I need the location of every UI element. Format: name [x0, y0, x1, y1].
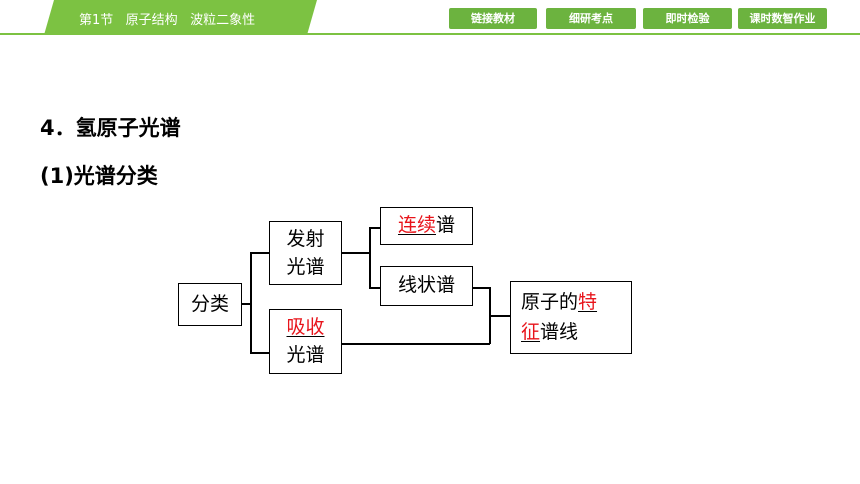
absorption-label-2: 光谱 [286, 344, 325, 366]
root-label: 分类 [190, 293, 229, 315]
connector [473, 287, 490, 289]
connector [250, 252, 252, 353]
nav-link-textbook-button[interactable]: 链接教材 [449, 8, 537, 29]
connector [369, 227, 381, 229]
connector [489, 315, 511, 317]
root-box: 分类 [178, 283, 242, 326]
continuous-suffix: 谱 [436, 214, 456, 236]
line-spectrum-label: 线状谱 [397, 274, 455, 296]
connector [250, 252, 270, 254]
characteristic-lines-box: 原子的特 征谱线 [510, 281, 632, 354]
continuous-spectrum-box: 连续谱 [380, 207, 473, 245]
connector [242, 303, 251, 305]
feature-prefix: 原子的 [521, 291, 579, 313]
feature-answer-2: 征 [521, 321, 541, 343]
nav-homework-button[interactable]: 课时数智作业 [738, 8, 827, 29]
connector [369, 287, 381, 289]
emission-spectrum-box: 发射 光谱 [269, 221, 342, 285]
nav-study-points-button[interactable]: 细研考点 [546, 8, 636, 29]
section-title: 第1节 原子结构 波粒二象性 [79, 13, 256, 28]
section-heading: 4．氢原子光谱 [40, 116, 181, 140]
connector [342, 343, 490, 345]
feature-answer-1: 特 [578, 291, 598, 313]
header-divider [0, 33, 860, 35]
connector [369, 227, 371, 288]
connector [342, 252, 370, 254]
section-tab [44, 0, 317, 35]
absorption-answer: 吸收 [286, 316, 325, 338]
connector [250, 352, 270, 354]
emission-label-1: 发射 [286, 228, 325, 250]
line-spectrum-box: 线状谱 [380, 266, 473, 306]
absorption-spectrum-box: 吸收 光谱 [269, 309, 342, 374]
continuous-answer: 连续 [397, 214, 436, 236]
feature-suffix: 谱线 [540, 321, 579, 343]
emission-label-2: 光谱 [286, 256, 325, 278]
subsection-heading: (1)光谱分类 [40, 164, 158, 188]
nav-instant-check-button[interactable]: 即时检验 [643, 8, 732, 29]
